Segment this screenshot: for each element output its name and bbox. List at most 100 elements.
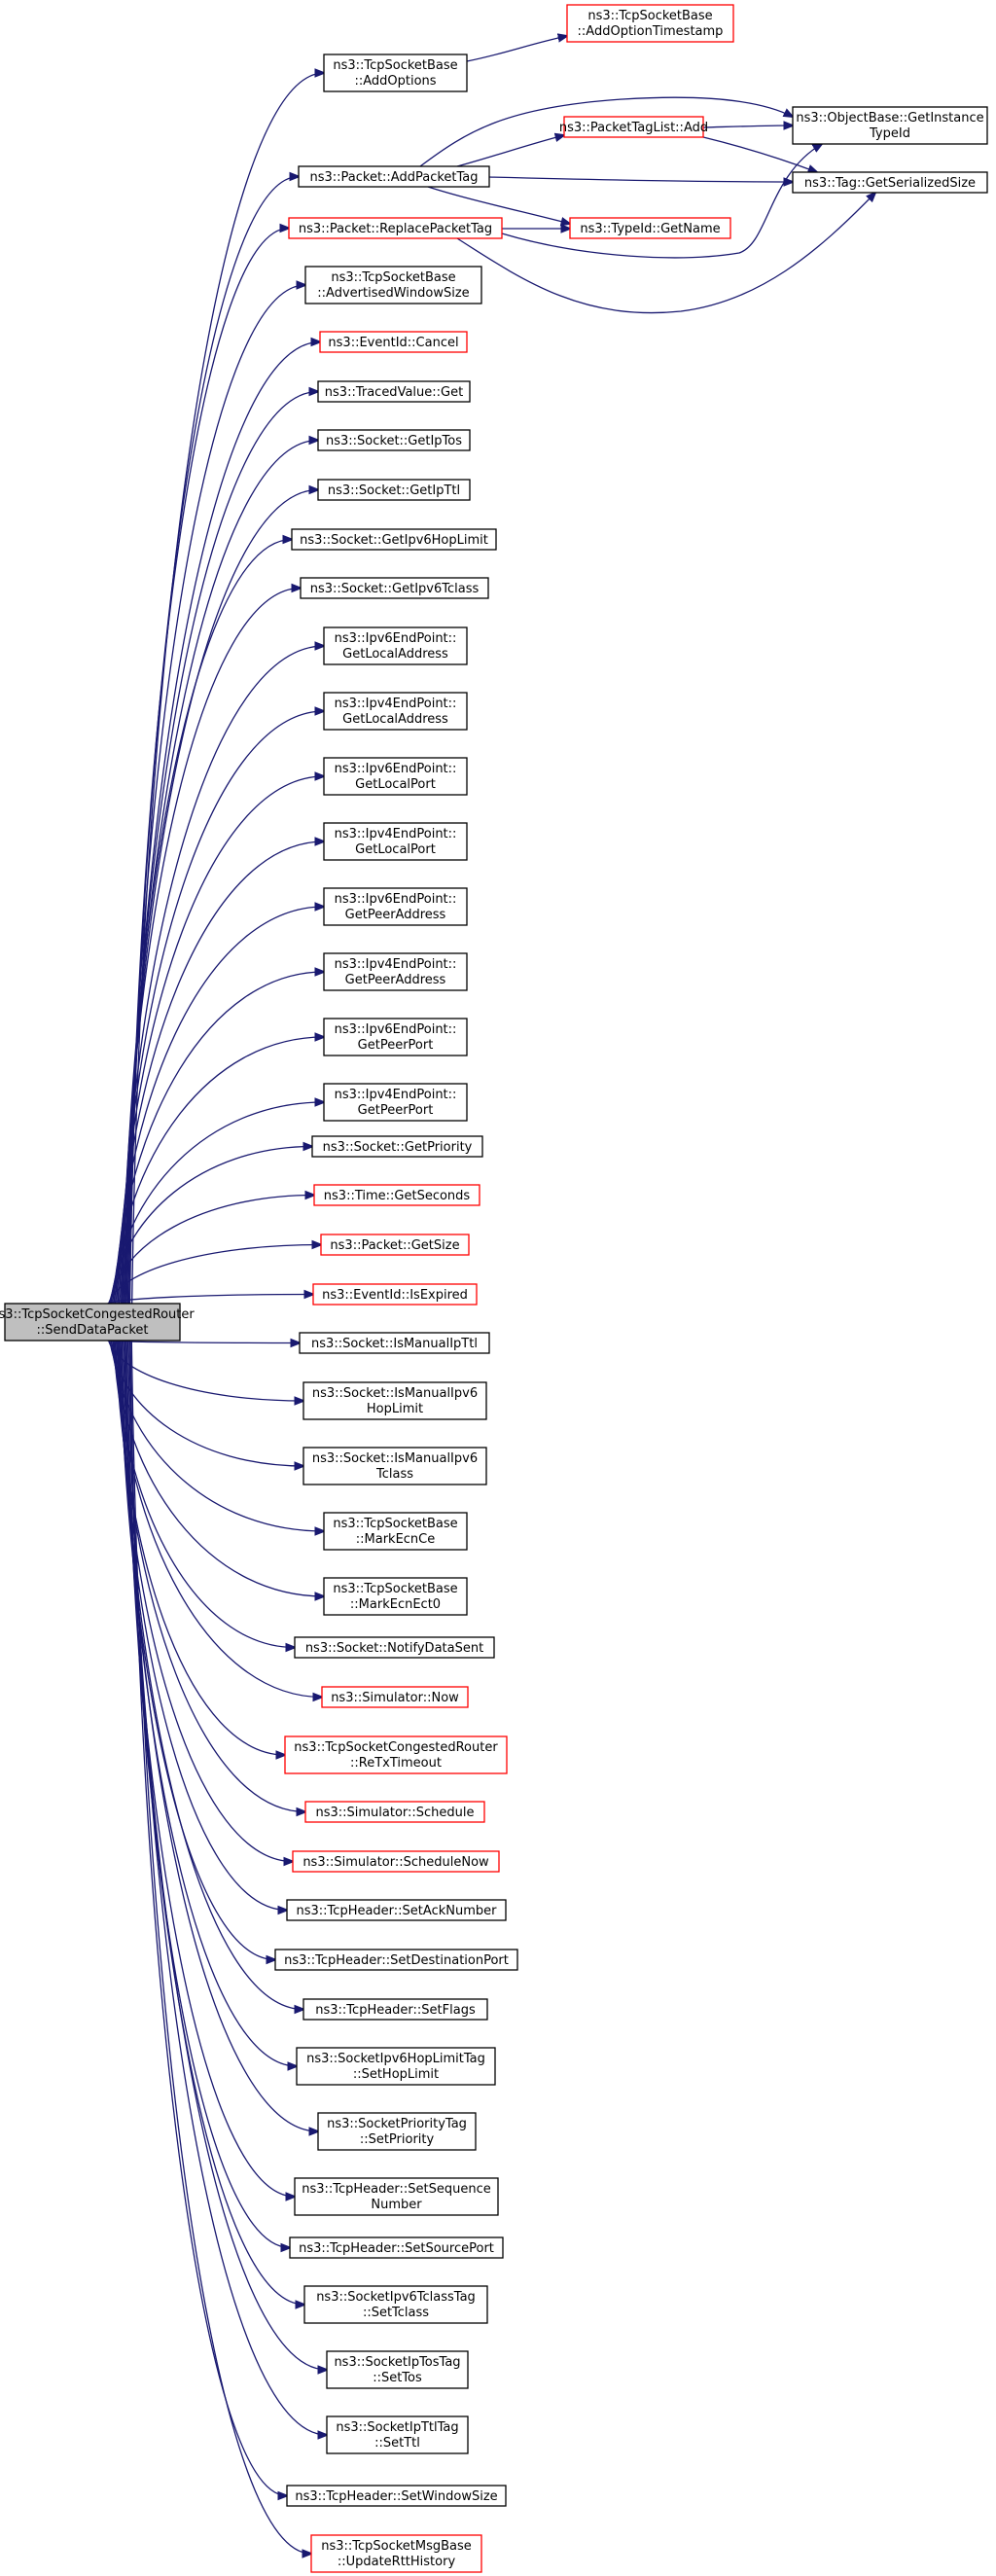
node-label: ns3::Ipv6EndPoint::	[335, 1022, 457, 1037]
node-box	[323, 1512, 468, 1551]
node-box	[302, 1447, 487, 1485]
node-box	[304, 266, 482, 304]
node-ipv6-get-local-address[interactable]: ns3::Ipv6EndPoint::GetLocalAddress	[323, 626, 468, 665]
node-type-id-get-name[interactable]: ns3::TypeId::GetName	[569, 217, 731, 239]
node-set-tos[interactable]: ns3::SocketIpTosTag::SetTos	[326, 2350, 469, 2389]
node-box	[274, 1949, 518, 1971]
node-label: ns3::TcpSocketCongestedRouter	[294, 1740, 498, 1755]
node-set-source-port[interactable]: ns3::TcpHeader::SetSourcePort	[289, 2236, 504, 2259]
node-label: Tclass	[375, 1467, 413, 1482]
node-set-priority[interactable]: ns3::SocketPriorityTag::SetPriority	[317, 2112, 477, 2151]
node-set-tclass[interactable]: ns3::SocketIpv6TclassTag::SetTclass	[303, 2285, 488, 2324]
edge-root-to-event-id-cancel	[125, 342, 320, 1305]
node-traced-value-get[interactable]: ns3::TracedValue::Get	[317, 380, 471, 403]
node-box	[792, 106, 988, 145]
edge-root-to-set-ack-number	[118, 1340, 287, 1911]
edge-packet-add-packet-tag-to-tag-get-serialized-size	[488, 176, 793, 182]
node-packet-get-size[interactable]: ns3::Packet::GetSize	[320, 1234, 470, 1256]
node-root[interactable]: ns3::TcpSocketCongestedRouter::SendDataP…	[0, 1303, 195, 1342]
node-label: GetPeerPort	[358, 1038, 434, 1053]
node-ipv6-get-peer-port[interactable]: ns3::Ipv6EndPoint::GetPeerPort	[323, 1018, 468, 1056]
node-label: ns3::Socket::GetIpv6HopLimit	[300, 533, 488, 548]
node-ipv4-get-local-address[interactable]: ns3::Ipv4EndPoint::GetLocalAddress	[323, 692, 468, 731]
node-simulator-schedule[interactable]: ns3::Simulator::Schedule	[304, 1801, 485, 1823]
edge-root-to-packet-get-size	[107, 1245, 321, 1305]
node-box	[310, 2534, 482, 2573]
node-ipv4-get-local-port[interactable]: ns3::Ipv4EndPoint::GetLocalPort	[323, 822, 468, 861]
edge-root-to-socket-get-ip-tos	[124, 441, 318, 1305]
node-label: ns3::Time::GetSeconds	[324, 1189, 471, 1203]
edge-root-to-set-source-port	[124, 1340, 290, 2248]
edges-layer	[107, 36, 875, 2554]
node-box	[300, 577, 489, 599]
node-event-id-cancel[interactable]: ns3::EventId::Cancel	[319, 331, 468, 353]
edge-root-to-ipv4-get-peer-port	[110, 1102, 324, 1305]
node-label: ns3::TcpHeader::SetDestinationPort	[284, 1953, 509, 1968]
node-packet-tag-list-add[interactable]: ns3::PacketTagList::Add	[559, 116, 708, 138]
node-box	[317, 429, 471, 451]
node-ipv6-get-peer-address[interactable]: ns3::Ipv6EndPoint::GetPeerAddress	[323, 887, 468, 926]
node-set-flags[interactable]: ns3::TcpHeader::SetFlags	[302, 1998, 488, 2021]
node-label: ns3::Socket::GetIpTtl	[328, 483, 460, 498]
node-event-id-is-expired[interactable]: ns3::EventId::IsExpired	[312, 1283, 478, 1306]
node-set-window-size[interactable]: ns3::TcpHeader::SetWindowSize	[286, 2485, 507, 2507]
node-socket-is-manual-ip-ttl[interactable]: ns3::Socket::IsManualIpTtl	[299, 1332, 490, 1354]
node-label: ::MarkEcnEct0	[350, 1597, 441, 1612]
node-packet-add-packet-tag[interactable]: ns3::Packet::AddPacketTag	[298, 165, 490, 188]
node-box	[323, 54, 468, 92]
node-mark-ecn-ce[interactable]: ns3::TcpSocketBase::MarkEcnCe	[323, 1512, 468, 1551]
node-add-options[interactable]: ns3::TcpSocketBase::AddOptions	[323, 54, 468, 92]
node-label: ns3::Socket::IsManualIpTtl	[311, 1337, 478, 1351]
node-ipv4-get-peer-port[interactable]: ns3::Ipv4EndPoint::GetPeerPort	[323, 1083, 468, 1122]
edge-root-to-socket-is-manual-ipv6-hop-limit	[107, 1340, 303, 1401]
node-socket-get-ip-tos[interactable]: ns3::Socket::GetIpTos	[317, 429, 471, 451]
node-add-option-timestamp[interactable]: ns3::TcpSocketBase::AddOptionTimestamp	[566, 4, 734, 43]
node-box	[320, 1234, 470, 1256]
node-label: ::AddOptions	[354, 74, 436, 89]
node-label: ns3::SocketIpTtlTag	[336, 2420, 458, 2435]
node-advertised-window-size[interactable]: ns3::TcpSocketBase::AdvertisedWindowSize	[304, 266, 482, 304]
node-simulator-schedule-now[interactable]: ns3::Simulator::ScheduleNow	[292, 1850, 500, 1873]
node-set-hop-limit[interactable]: ns3::SocketIpv6HopLimitTag::SetHopLimit	[296, 2047, 496, 2086]
node-socket-notify-data-sent[interactable]: ns3::Socket::NotifyDataSent	[294, 1636, 495, 1659]
node-socket-get-priority[interactable]: ns3::Socket::GetPriority	[311, 1135, 483, 1158]
node-box	[323, 1577, 468, 1616]
node-tag-get-serialized-size[interactable]: ns3::Tag::GetSerializedSize	[792, 171, 988, 194]
node-socket-get-ipv6-tclass[interactable]: ns3::Socket::GetIpv6Tclass	[300, 577, 489, 599]
edge-packet-replace-packet-tag-to-object-base-get-instance-type-id	[501, 144, 822, 259]
node-packet-replace-packet-tag[interactable]: ns3::Packet::ReplacePacketTag	[288, 217, 503, 239]
edge-root-to-packet-add-packet-tag	[128, 177, 299, 1305]
node-socket-get-ip-ttl[interactable]: ns3::Socket::GetIpTtl	[317, 479, 471, 501]
node-ipv6-get-local-port[interactable]: ns3::Ipv6EndPoint::GetLocalPort	[323, 757, 468, 796]
node-label: ns3::TcpHeader::SetSourcePort	[299, 2241, 494, 2256]
node-label: ns3::TcpSocketBase	[333, 1517, 457, 1531]
node-label: ns3::Ipv6EndPoint::	[335, 631, 457, 646]
node-label: ns3::Socket::GetIpv6Tclass	[310, 582, 480, 596]
node-set-destination-port[interactable]: ns3::TcpHeader::SetDestinationPort	[274, 1949, 518, 1971]
node-set-ttl[interactable]: ns3::SocketIpTtlTag::SetTtl	[326, 2415, 469, 2454]
node-label: ns3::Simulator::Now	[331, 1691, 459, 1705]
node-label: GetLocalPort	[355, 842, 436, 857]
node-label: ns3::Ipv4EndPoint::	[335, 697, 457, 711]
node-simulator-now[interactable]: ns3::Simulator::Now	[321, 1686, 469, 1708]
edge-root-to-ipv4-get-local-port	[116, 841, 324, 1305]
node-time-get-seconds[interactable]: ns3::Time::GetSeconds	[313, 1184, 480, 1206]
edge-root-to-event-id-is-expired	[107, 1295, 313, 1305]
node-box	[291, 528, 497, 551]
node-socket-get-ipv6-hop-limit[interactable]: ns3::Socket::GetIpv6HopLimit	[291, 528, 497, 551]
node-update-rtt-history[interactable]: ns3::TcpSocketMsgBase::UpdateRttHistory	[310, 2534, 482, 2573]
edge-root-to-socket-get-ipv6-tclass	[121, 589, 301, 1305]
node-label: ::AdvertisedWindowSize	[317, 286, 469, 301]
node-label: ns3::ObjectBase::GetInstance	[796, 111, 983, 125]
node-ipv4-get-peer-address[interactable]: ns3::Ipv4EndPoint::GetPeerAddress	[323, 952, 468, 991]
node-box	[563, 116, 704, 138]
node-mark-ecn-ect0[interactable]: ns3::TcpSocketBase::MarkEcnEct0	[323, 1577, 468, 1616]
node-label: ns3::TcpSocketBase	[587, 9, 712, 23]
node-set-ack-number[interactable]: ns3::TcpHeader::SetAckNumber	[286, 1899, 507, 1921]
edge-add-options-to-add-option-timestamp	[466, 36, 567, 62]
node-re-tx-timeout[interactable]: ns3::TcpSocketCongestedRouter::ReTxTimeo…	[284, 1735, 508, 1774]
